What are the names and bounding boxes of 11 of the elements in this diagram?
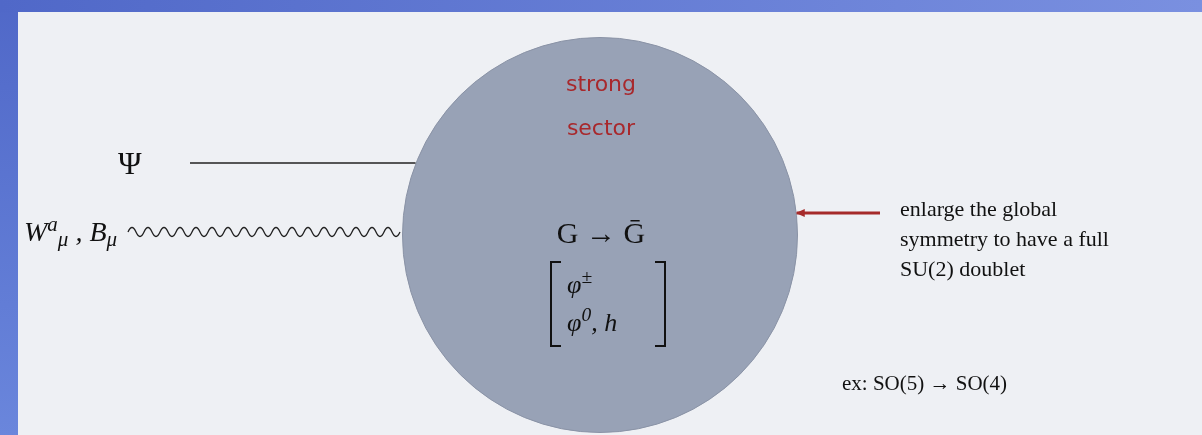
example-note: ex: SO(5) → SO(4) xyxy=(842,370,1008,397)
field-symbol: Ψ xyxy=(118,145,190,181)
sector-title: strong sector xyxy=(565,70,637,142)
arrow xyxy=(795,209,880,217)
matrix-entry: φ$^{±}$ xyxy=(567,268,594,301)
wavy-line xyxy=(127,226,401,238)
annotation-text: enlarge the global symmetry to have a full SU(2) doublet xyxy=(900,194,1130,284)
symmetry-formula: G → Ḡ xyxy=(555,215,647,251)
matrix-entry: φ$^{0}$, h xyxy=(567,306,619,339)
line xyxy=(189,162,417,164)
gauge-field-symbols: W$^{a}$$_{μ}$ , B$_{μ}$ xyxy=(24,212,128,252)
